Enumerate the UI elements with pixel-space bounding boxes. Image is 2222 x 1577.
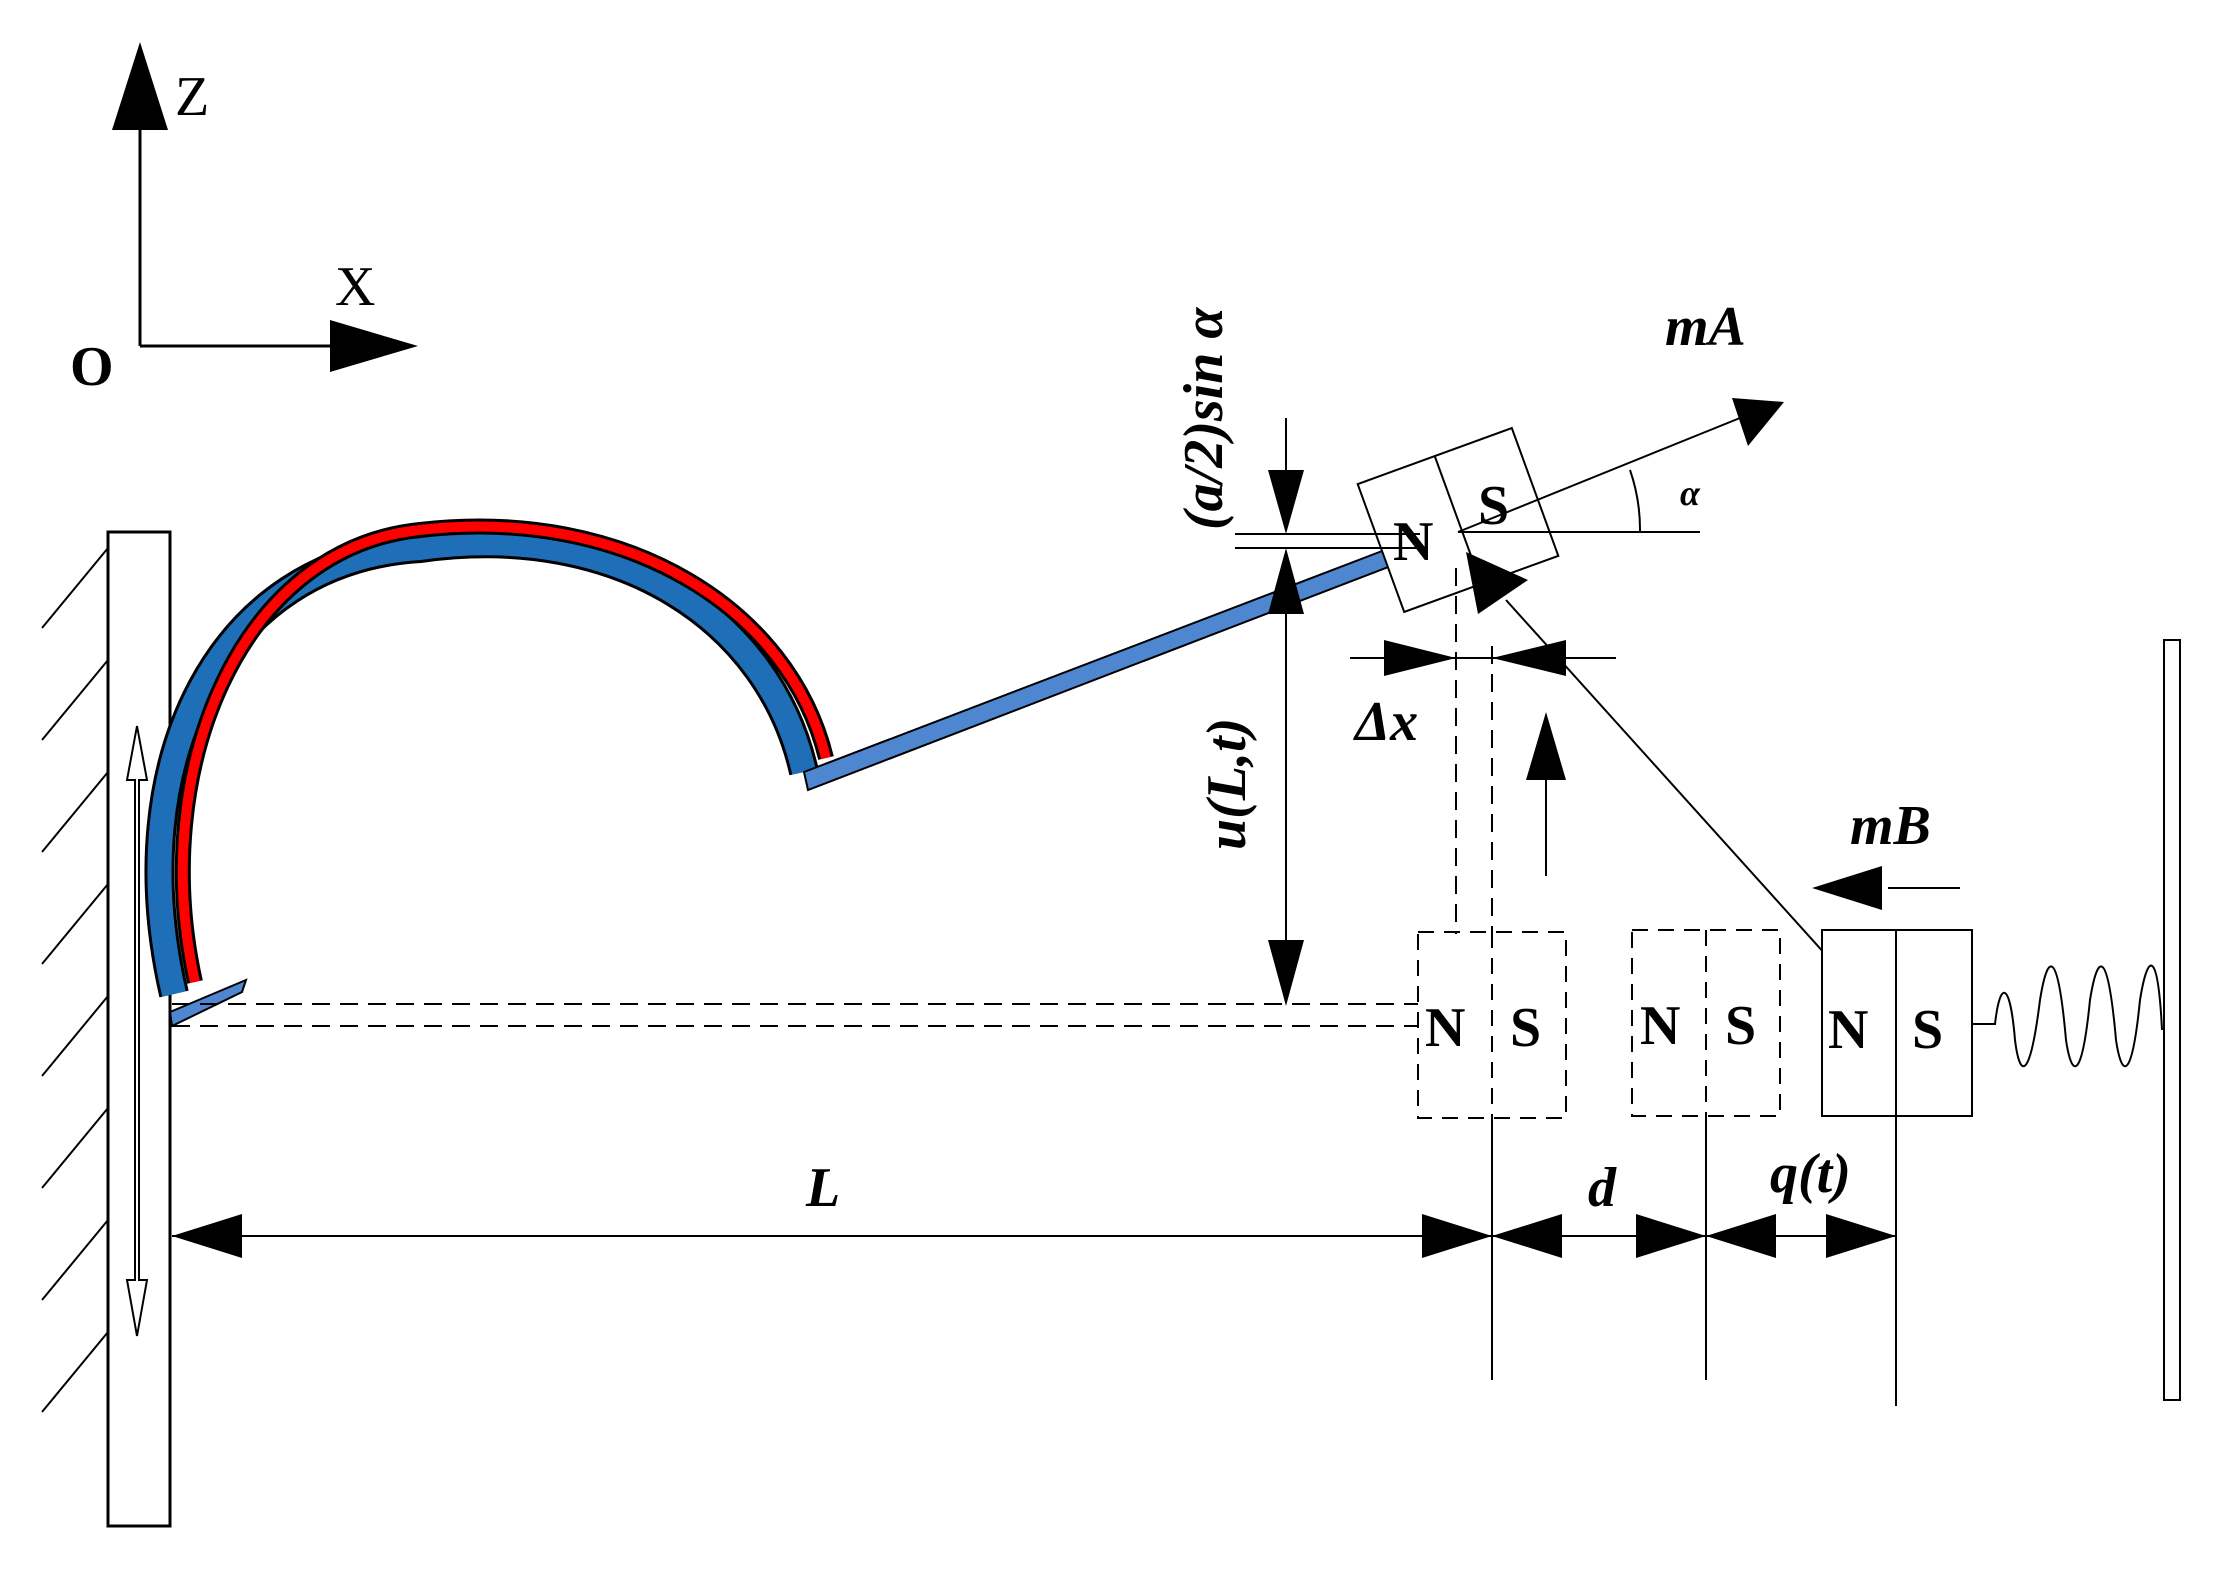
beam bbox=[144, 518, 1398, 1028]
external-magnet: N S bbox=[1821, 929, 1973, 1117]
gap-d-label: d bbox=[1588, 1157, 1617, 1219]
external-magnet-north: N bbox=[1828, 999, 1868, 1061]
alpha-arc bbox=[1629, 469, 1642, 533]
x-axis-label: X bbox=[335, 256, 375, 318]
tip-magnet-moment: α mA bbox=[1457, 296, 1784, 533]
tip-magnet-north: N bbox=[1393, 511, 1433, 573]
beam-piezo-layer bbox=[177, 521, 831, 984]
coordinate-axes: Z X O bbox=[70, 42, 418, 398]
left-wall bbox=[41, 530, 172, 1528]
external-magnet-moment: mB bbox=[1812, 795, 1960, 910]
beam-substrate-layer bbox=[147, 531, 816, 997]
tip-magnet bbox=[1356, 426, 1560, 614]
tip-rest-south: S bbox=[1510, 997, 1541, 1059]
length-l-label: L bbox=[805, 1157, 840, 1219]
upward-displacement-arrow bbox=[1526, 712, 1566, 876]
half-a-sin-alpha-label: (a/2)sin α bbox=[1173, 307, 1235, 530]
z-axis-arrowhead bbox=[112, 42, 168, 130]
moment-arrowhead bbox=[1732, 398, 1784, 446]
delta-x-label: Δx bbox=[1353, 691, 1418, 753]
middle-magnet-south: S bbox=[1725, 995, 1756, 1057]
external-magnet-south: S bbox=[1912, 999, 1943, 1061]
half-a-sin-alpha-dimension: (a/2)sin α bbox=[1173, 307, 1420, 614]
q-t-label: q(t) bbox=[1770, 1143, 1851, 1205]
origin-label: O bbox=[70, 336, 114, 398]
spring bbox=[1972, 964, 2163, 1068]
m-a-label: mA bbox=[1665, 296, 1746, 358]
middle-magnet-north: N bbox=[1640, 995, 1680, 1057]
tip-magnet-south: S bbox=[1478, 475, 1509, 537]
x-axis-arrowhead bbox=[330, 320, 418, 372]
u-l-t-label: u(L,t) bbox=[1196, 718, 1258, 850]
tip-magnet-rest: N S bbox=[1417, 931, 1567, 1119]
middle-magnet: N S bbox=[1631, 929, 1781, 1117]
wall-hatching bbox=[41, 547, 109, 1413]
alpha-label: α bbox=[1680, 473, 1701, 513]
bottom-dimensions: L d q(t) bbox=[172, 1116, 1897, 1406]
right-wall bbox=[2163, 639, 2181, 1401]
tip-rest-north: N bbox=[1425, 997, 1465, 1059]
beam-straight-segment bbox=[802, 546, 1398, 792]
rest-position-guides bbox=[172, 568, 1493, 1027]
z-axis-label: Z bbox=[175, 66, 209, 128]
u-l-t-dimension: u(L,t) bbox=[1196, 614, 1304, 1006]
delta-x-dimension: Δx bbox=[1350, 640, 1616, 753]
m-b-label: mB bbox=[1850, 795, 1931, 857]
base-excitation-arrow bbox=[125, 725, 149, 1337]
